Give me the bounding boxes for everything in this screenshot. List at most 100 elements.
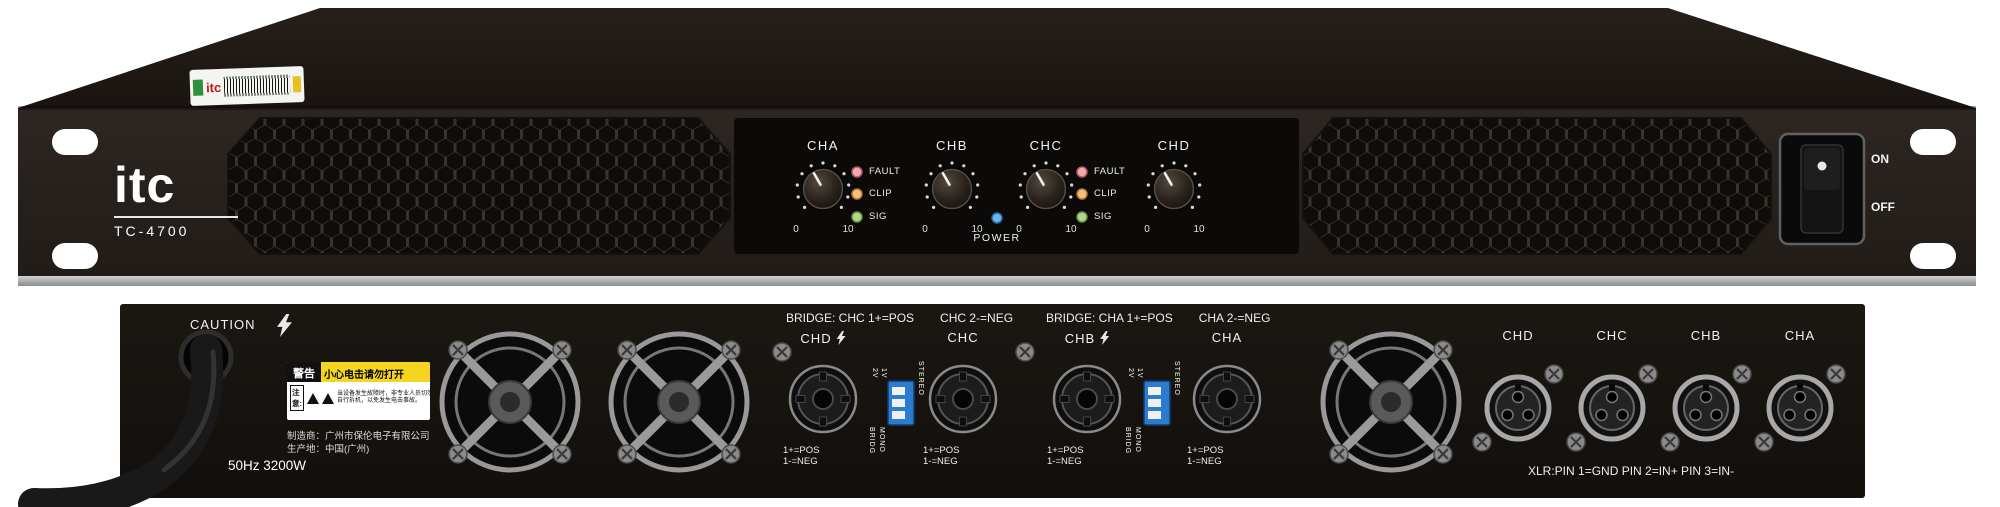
control-zone [734, 118, 1299, 254]
sticker-yellow-mark [292, 76, 302, 93]
rack-ear-hole-top-left [52, 129, 98, 155]
rack-ear-hole-top-right [1910, 129, 1956, 155]
xlr-label-chd: CHD [1502, 328, 1534, 343]
fault-led-1 [851, 166, 863, 178]
dip1-bridg-label: BRIDG [868, 427, 875, 455]
screw [1328, 443, 1350, 465]
channel-label-cha: CHA [807, 138, 839, 153]
screw [771, 341, 793, 363]
sig-led-2 [1076, 211, 1088, 223]
front-panel: itc itc TC-4700 CHA CHB CHC CHD 0 10 0 1… [18, 6, 1978, 286]
screw [1432, 443, 1454, 465]
rear-panel: CAUTION 警告 小心电击请勿打开 注意: 当设备发生故障时，非专业人员切勿… [120, 304, 1865, 498]
clip-led-2 [1076, 188, 1088, 200]
rack-ear-hole-bottom-right [1910, 243, 1956, 269]
ventilation-grille-right [1302, 117, 1772, 255]
warning-title: 警告 [287, 362, 321, 382]
speakon-output-chb[interactable] [1052, 364, 1122, 434]
certification-sticker: itc [189, 66, 305, 106]
xlr-pinout-note: XLR:PIN 1=GND PIN 2=IN+ PIN 3=IN- [1528, 464, 1735, 478]
screw [1825, 363, 1847, 385]
dip2-mono-label: MONO [1134, 427, 1141, 453]
origin-text: 生产地：中国(广州) [287, 444, 370, 455]
screw [1543, 363, 1565, 385]
barcode-icon [223, 74, 291, 97]
switch-off-label: OFF [1871, 200, 1895, 214]
screw [720, 443, 742, 465]
speakon-output-chd[interactable] [788, 364, 858, 434]
channel-label-chb: CHB [936, 138, 968, 153]
screw [1471, 431, 1493, 453]
scale-max-chc: 10 [1065, 224, 1077, 235]
dip2-stereo-label: STEREO [1173, 361, 1180, 396]
power-switch-dot [1817, 161, 1827, 171]
channel-label-chc: CHC [1029, 138, 1063, 153]
warning-text: 当设备发生故障时，非专业人员切勿 自行拆机，以免发生电击事故。 [337, 390, 430, 405]
channel-label-chd: CHD [1157, 138, 1191, 153]
screw [1432, 339, 1454, 361]
sticker-brand: itc [205, 79, 222, 95]
sticker-green-mark [192, 79, 204, 96]
speakon-output-chc[interactable] [928, 364, 998, 434]
scale-max-chd: 10 [1193, 224, 1205, 235]
dip1-2v-label: 2V [871, 368, 878, 379]
model-number: TC-4700 [114, 223, 190, 239]
screw [551, 339, 573, 361]
speakon-label-chd: CHD [800, 331, 846, 345]
dip1-stereo-label: STEREO [917, 361, 924, 396]
warning-triangle-icon [307, 392, 319, 404]
caution-label: CAUTION [190, 317, 256, 332]
xlr-input-chb[interactable] [1675, 377, 1737, 439]
mode-dip-switch-1[interactable] [887, 380, 915, 426]
scale-min-chd: 0 [1144, 224, 1150, 235]
fault-label-2: FAULT [1094, 166, 1126, 177]
xlr-input-chd[interactable] [1487, 377, 1549, 439]
screw [551, 443, 573, 465]
screw [447, 339, 469, 361]
xlr-label-chb: CHB [1690, 328, 1722, 343]
dip2-1v-label: 1V [1136, 368, 1143, 379]
fault-label-1: FAULT [869, 166, 901, 177]
front-panel-graphics [18, 8, 1976, 286]
manufacturer-text: 制造商：广州市保伦电子有限公司 [287, 431, 430, 442]
clip-led-1 [851, 188, 863, 200]
screw [1731, 363, 1753, 385]
switch-on-label: ON [1871, 152, 1889, 166]
power-switch[interactable] [1778, 132, 1866, 246]
chassis-bottom-strip [18, 276, 1976, 286]
xlr-input-chc[interactable] [1581, 377, 1643, 439]
screw [1659, 431, 1681, 453]
xlr-input-cha[interactable] [1769, 377, 1831, 439]
speakon-label-cha: CHA [1211, 330, 1243, 345]
brand-logo: itc [114, 157, 176, 213]
dip2-bridg-label: BRIDG [1124, 427, 1131, 455]
brand-underline [114, 216, 238, 218]
speakon-label-chb: CHB [1065, 331, 1110, 345]
mode-dip-switch-2[interactable] [1143, 380, 1171, 426]
xlr-label-chc: CHC [1596, 328, 1628, 343]
warning-sticker: 警告 小心电击请勿打开 注意: 当设备发生故障时，非专业人员切勿 自行拆机，以免… [287, 362, 430, 420]
screw [1014, 341, 1036, 363]
speakon-label-chc: CHC [947, 330, 979, 345]
scale-max-chb: 10 [971, 224, 983, 235]
screw [616, 443, 638, 465]
screw [1328, 339, 1350, 361]
scale-min-chc: 0 [1016, 224, 1022, 235]
ventilation-grille-left [227, 117, 731, 255]
faceplate-top-edge [18, 106, 1976, 110]
chassis-top-surface [18, 8, 1976, 108]
dip1-1v-label: 1V [880, 368, 887, 379]
warning-subtitle: 小心电击请勿打开 [321, 362, 430, 382]
clip-label-2: CLIP [1094, 188, 1118, 199]
warning-notice-label: 注意: [290, 385, 304, 411]
shock-triangle-icon [322, 392, 334, 404]
speakon-output-cha[interactable] [1192, 364, 1262, 434]
screw [1565, 431, 1587, 453]
rack-ear-hole-bottom-left [52, 243, 98, 269]
screw [447, 443, 469, 465]
